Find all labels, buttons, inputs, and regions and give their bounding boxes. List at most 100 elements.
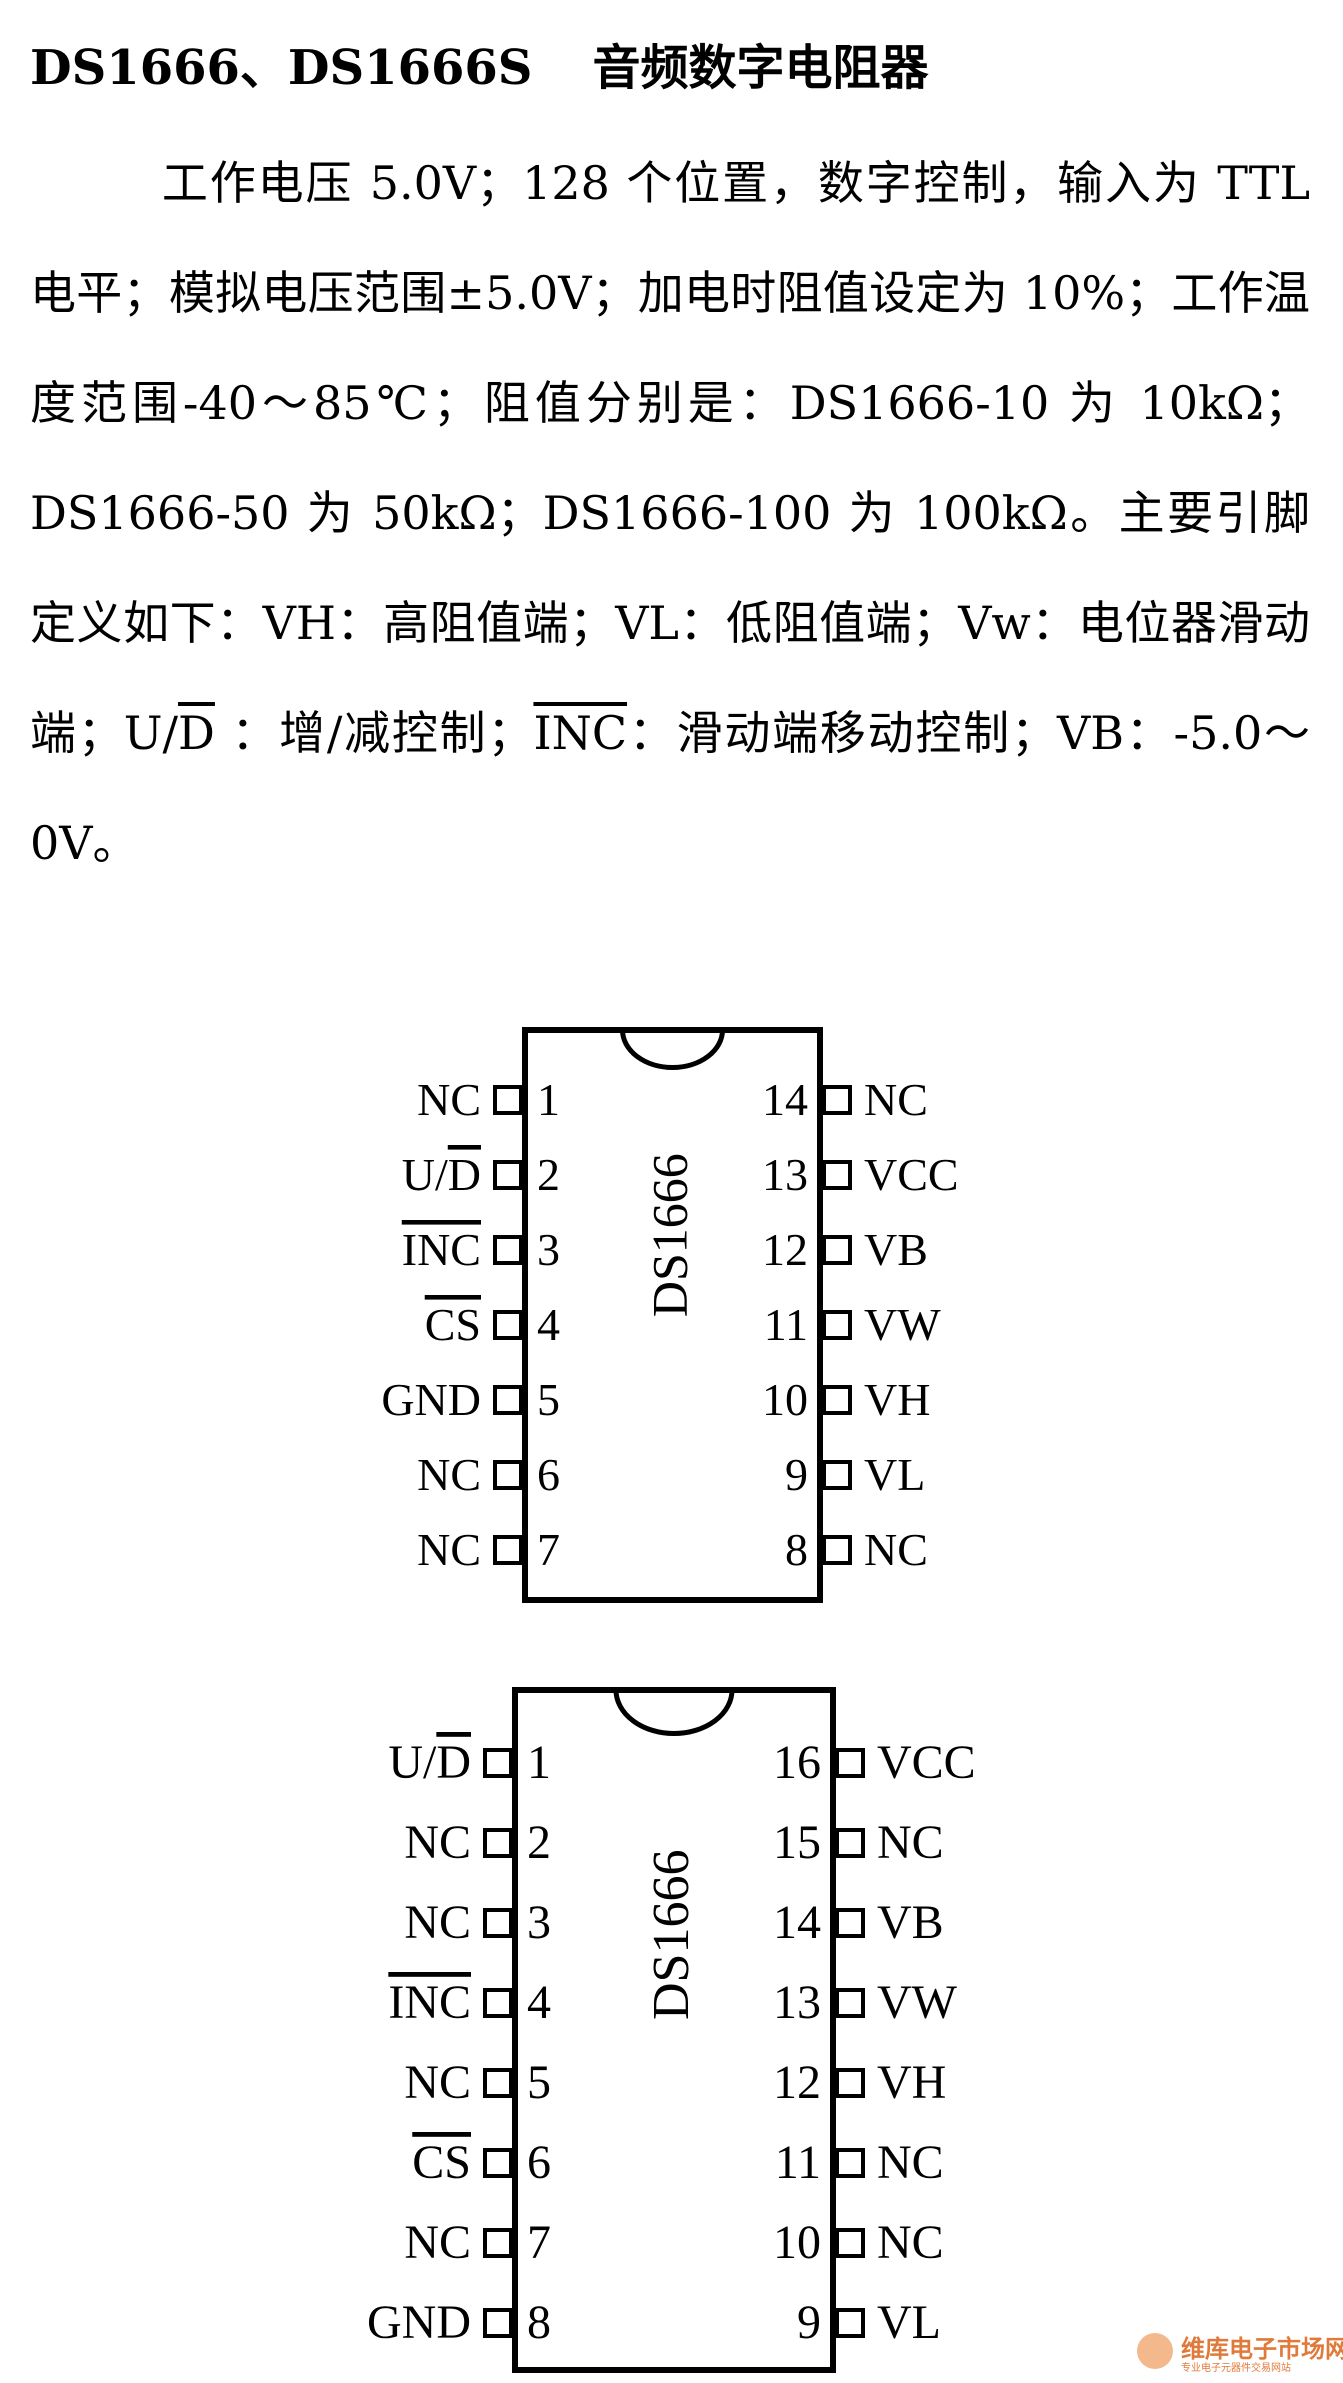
pin-number: 8 (527, 2296, 551, 2349)
pin-number: 5 (527, 2056, 551, 2109)
pin-label: GND (381, 1374, 481, 1425)
pin-number: 1 (527, 1736, 551, 1789)
pin-label: NC (877, 1816, 944, 1869)
pin-number: 4 (527, 1976, 551, 2029)
pin-label: VW (877, 1976, 958, 2029)
pin-number: 14 (773, 1896, 821, 1949)
pin-label: VCC (877, 1736, 976, 1789)
pin-pad (493, 1385, 523, 1415)
desc-segment-1: 工作电压 5.0V；128 个位置，数字控制，输入为 TTL 电平；模拟电压范围… (30, 156, 1310, 760)
chip-body (522, 1027, 823, 1603)
pin-number: 8 (785, 1524, 808, 1575)
pin-pad (483, 1988, 513, 2018)
pin-number: 3 (537, 1224, 560, 1275)
pin-number: 6 (527, 2136, 551, 2189)
desc-segment-2: ：增/减控制； (214, 706, 534, 760)
pin-pad (822, 1385, 852, 1415)
desc-overline-d: D (178, 706, 215, 760)
desc-overline-inc: INC (533, 706, 628, 760)
pin-label: U/D (388, 1736, 471, 1789)
pin-number: 15 (773, 1816, 821, 1869)
pin-label: CS (412, 2136, 471, 2189)
pin-label: VL (877, 2296, 941, 2349)
pin-pad (493, 1235, 523, 1265)
pin-label: INC (388, 1976, 471, 2029)
pin-label: NC (404, 1816, 471, 1869)
pin-label: VB (864, 1224, 928, 1275)
pin-number: 16 (773, 1736, 821, 1789)
pin-label: VB (877, 1896, 944, 1949)
pin-pad (493, 1460, 523, 1490)
pin-number: 2 (537, 1149, 560, 1200)
pin-number: 1 (537, 1074, 560, 1125)
desc-segment-3: ：滑动端移动控制；VB：-5.0～0V。 (30, 706, 1310, 870)
pin-number: 9 (785, 1449, 808, 1500)
pin-number: 13 (762, 1149, 808, 1200)
pin-number: 11 (764, 1299, 808, 1350)
pin-pad (835, 1988, 865, 2018)
pin-number: 12 (762, 1224, 808, 1275)
title-description: 音频数字电阻器 (592, 40, 929, 96)
pin-number: 13 (773, 1976, 821, 2029)
pin-label: NC (404, 2056, 471, 2109)
pin-label: GND (367, 2296, 471, 2349)
chip-name: DS1666 (643, 1850, 700, 2020)
pin-label: VCC (864, 1149, 959, 1200)
description-paragraph: 工作电压 5.0V；128 个位置，数字控制，输入为 TTL 电平；模拟电压范围… (30, 128, 1310, 898)
pin-label: NC (417, 1449, 481, 1500)
watermark-brand: 维库电子市场网 (1181, 2335, 1343, 2363)
title-part-number: DS1666、DS1666S (30, 40, 533, 96)
pin-number: 3 (527, 1896, 551, 1949)
watermark-logo-icon (1137, 2333, 1173, 2369)
pin-pad (835, 2228, 865, 2258)
pin-label: NC (417, 1524, 481, 1575)
pin-label: NC (417, 1074, 481, 1125)
pin-number: 10 (773, 2216, 821, 2269)
pin-pad (493, 1160, 523, 1190)
pin-number: 9 (797, 2296, 821, 2349)
pin-number: 14 (762, 1074, 808, 1125)
pin-number: 5 (537, 1374, 560, 1425)
pin-pad (835, 1748, 865, 1778)
pin-pad (822, 1085, 852, 1115)
pin-label: CS (425, 1299, 481, 1350)
pin-label: NC (877, 2216, 944, 2269)
pin-pad (483, 2228, 513, 2258)
pin-label: VH (864, 1374, 930, 1425)
chip-name: DS1666 (642, 1153, 698, 1317)
pin-pad (835, 1828, 865, 1858)
pin-pad (483, 2308, 513, 2338)
pin-label: NC (864, 1524, 928, 1575)
pin-label: NC (404, 1896, 471, 1949)
pin-number: 7 (527, 2216, 551, 2269)
pin-pad (483, 1748, 513, 1778)
pin-number: 11 (775, 2136, 821, 2189)
watermark: 维库电子市场网 专业电子元器件交易网站 (1137, 2329, 1343, 2375)
pin-pad (835, 2068, 865, 2098)
pin-pad (835, 1908, 865, 1938)
pin-number: 12 (773, 2056, 821, 2109)
pin-label: NC (864, 1074, 928, 1125)
pin-pad (493, 1535, 523, 1565)
pin-label: VW (864, 1299, 941, 1350)
pin-label: NC (404, 2216, 471, 2269)
pin-label: VL (864, 1449, 925, 1500)
pin-number: 7 (537, 1524, 560, 1575)
chip-body (512, 1687, 836, 2373)
pin-label: INC (402, 1224, 481, 1275)
pin-pad (822, 1310, 852, 1340)
pin-number: 2 (527, 1816, 551, 1869)
page-title: DS1666、DS1666S 音频数字电阻器 (30, 28, 1310, 98)
pin-pad (822, 1160, 852, 1190)
pin-label: VH (877, 2056, 946, 2109)
pin-pad (483, 2148, 513, 2178)
pin1-notch (620, 1029, 725, 1070)
pin-number: 10 (762, 1374, 808, 1425)
pin-pad (822, 1235, 852, 1265)
pin-label: NC (877, 2136, 944, 2189)
pin1-notch (613, 1689, 735, 1736)
pin-pad (493, 1085, 523, 1115)
pin-pad (493, 1310, 523, 1340)
